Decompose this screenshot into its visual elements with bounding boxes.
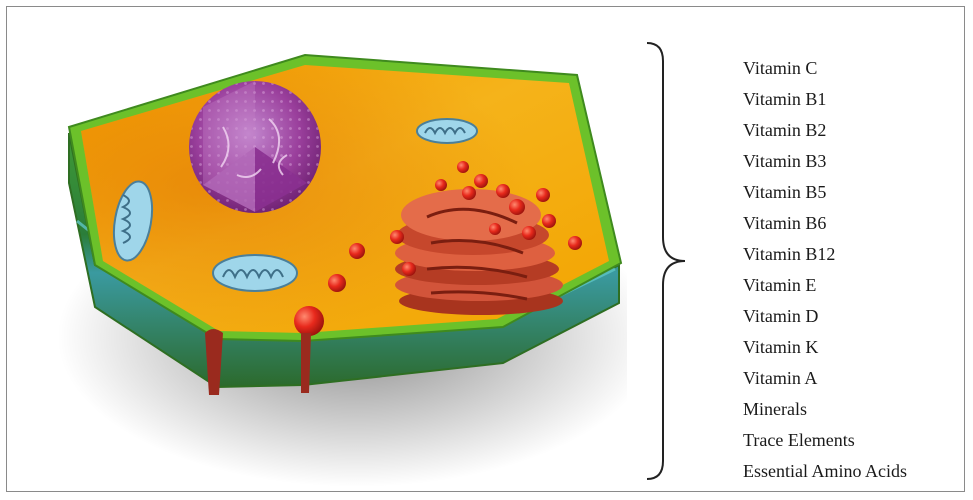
mitochondrion — [417, 119, 477, 143]
golgi-apparatus — [395, 189, 563, 315]
list-item: Minerals — [743, 394, 907, 425]
list-item: Trace Elements — [743, 425, 907, 456]
diagram-frame: Vitamin C Vitamin B1 Vitamin B2 Vitamin … — [6, 6, 965, 492]
list-item: Vitamin D — [743, 301, 907, 332]
list-item: Vitamin C — [743, 53, 907, 84]
list-item: Vitamin E — [743, 270, 907, 301]
list-item: Vitamin B6 — [743, 208, 907, 239]
brace-bracket — [641, 37, 701, 485]
list-item: Vitamin A — [743, 363, 907, 394]
list-item: Vitamin B5 — [743, 177, 907, 208]
list-item: Vitamin B12 — [743, 239, 907, 270]
list-item: Vitamin B1 — [743, 84, 907, 115]
list-item: Vitamin K — [743, 332, 907, 363]
cell-illustration — [7, 7, 627, 493]
list-item: Vitamin B2 — [743, 115, 907, 146]
mitochondrion — [213, 255, 297, 291]
nucleus — [189, 81, 321, 213]
nutrient-list: Vitamin C Vitamin B1 Vitamin B2 Vitamin … — [743, 53, 907, 487]
list-item: Vitamin B3 — [743, 146, 907, 177]
list-item: Essential Amino Acids — [743, 456, 907, 487]
